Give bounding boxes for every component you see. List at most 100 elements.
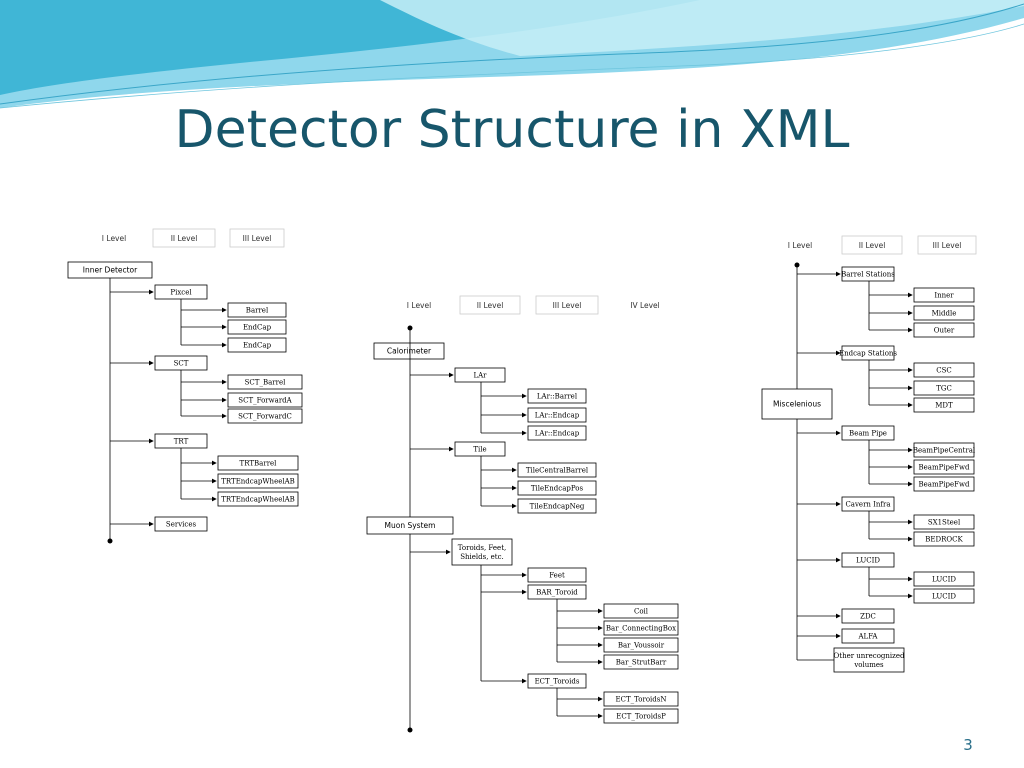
level3-node-box xyxy=(227,392,303,408)
level2-node-box xyxy=(841,628,895,644)
level3-node-label: Inner xyxy=(934,292,954,300)
level3-node-box xyxy=(517,462,597,478)
level3-node-box xyxy=(217,491,299,507)
level3-node-box xyxy=(517,480,597,496)
level4-node-label: ECT_ToroidsN xyxy=(616,696,667,704)
level4-node-label: Coil xyxy=(634,608,649,616)
level3-node-label: BEDROCK xyxy=(925,536,963,544)
level3-node-box xyxy=(527,388,587,404)
miscelenious-label: Miscelenious xyxy=(773,400,821,409)
calorimeter-label: Calorimeter xyxy=(387,347,432,356)
level3-node-box xyxy=(527,567,587,583)
level3-node-label: TileEndcapPos xyxy=(531,485,584,493)
level4-node-label: Bar_Voussoir xyxy=(618,642,665,650)
level2-node-label: SCT xyxy=(174,360,189,368)
level3-node-label: TGC xyxy=(936,385,952,393)
level2-node-box xyxy=(841,496,895,512)
level-header-box xyxy=(459,295,521,315)
level-header: III Level xyxy=(933,241,962,250)
level3-node-label: EndCap xyxy=(243,324,272,332)
level4-node-box xyxy=(603,620,679,636)
level2-node-box xyxy=(454,441,506,457)
level3-node-label: TileEndcapNeg xyxy=(530,503,585,511)
level3-node-box xyxy=(517,498,597,514)
level2-node-box xyxy=(454,367,506,383)
level3-node-label: Outer xyxy=(934,327,955,335)
level3-node-box xyxy=(913,442,975,458)
level3-node-label: EndCap xyxy=(243,342,272,350)
level3-node-box xyxy=(217,473,299,489)
level3-node-label: BeamPipeFwd xyxy=(919,464,971,472)
level3-node-box xyxy=(913,322,975,338)
level3-node-label: CSC xyxy=(936,367,952,375)
tree-node-dot xyxy=(107,538,113,544)
level2-node-label: Pixcel xyxy=(170,289,192,297)
level4-node-label: ECT_ToroidsP xyxy=(616,713,666,721)
level-header-box xyxy=(917,235,977,255)
level2-node-label: Beam Pipe xyxy=(849,430,887,438)
level3-node-box xyxy=(913,476,975,492)
level2-node-label: volumes xyxy=(853,661,884,669)
level2-node-label: ALFA xyxy=(857,633,878,641)
level-header-box xyxy=(535,295,599,315)
inner-detector-label: Inner Detector xyxy=(83,266,138,275)
level3-node-label: Barrel xyxy=(246,307,269,315)
level-header: II Level xyxy=(171,234,198,243)
level4-node-box xyxy=(603,691,679,707)
page-number: 3 xyxy=(963,736,973,754)
level3-node-box xyxy=(913,380,975,396)
level3-node-label: MDT xyxy=(935,402,953,410)
tree-node-dot xyxy=(407,727,413,733)
level-header: I Level xyxy=(102,234,126,243)
level2-node-label: Tile xyxy=(473,446,486,454)
level3-node-label: Feet xyxy=(549,572,565,580)
slide-title: Detector Structure in XML xyxy=(174,100,850,160)
header-wave-decoration xyxy=(0,0,1024,109)
level2-node-box xyxy=(841,266,895,282)
level-header-box xyxy=(152,228,216,248)
level4-node-label: Bar_StrutBarr xyxy=(616,659,667,667)
level3-node-box xyxy=(227,337,287,353)
level4-node-box xyxy=(603,654,679,670)
toroids-node-label: Toroids, Feet, xyxy=(458,544,506,552)
level-header: III Level xyxy=(243,234,272,243)
level3-node-box xyxy=(527,425,587,441)
level2-node-label: Other unrecognized xyxy=(834,652,905,660)
level2-node-box xyxy=(841,608,895,624)
level2-node-box xyxy=(154,516,208,532)
level3-node-box xyxy=(913,397,975,413)
level-header-box xyxy=(841,235,903,255)
level3-node-label: SCT_Barrel xyxy=(245,379,286,387)
level4-node-box xyxy=(603,708,679,724)
level2-node-box xyxy=(841,552,895,568)
level3-node-box xyxy=(913,287,975,303)
level3-node-box xyxy=(227,374,303,390)
level2-node-box xyxy=(841,425,895,441)
level2-node-box xyxy=(841,345,895,361)
level2-node-label: ZDC xyxy=(860,613,876,621)
toroids-node-box xyxy=(451,538,513,566)
level-header: IV Level xyxy=(630,301,660,310)
muon-system-label: Muon System xyxy=(385,521,436,530)
level3-node-box xyxy=(913,588,975,604)
miscelenious-box xyxy=(761,388,833,420)
level-header: II Level xyxy=(859,241,886,250)
level2-node-label: LUCID xyxy=(856,557,880,565)
level3-node-label: ECT_Toroids xyxy=(535,678,580,686)
level2-node-label: TRT xyxy=(174,438,189,446)
level3-node-box xyxy=(227,319,287,335)
toroids-node-label: Shields, etc. xyxy=(460,553,504,561)
level3-node-box xyxy=(913,362,975,378)
level4-node-box xyxy=(603,603,679,619)
level3-node-box xyxy=(913,459,975,475)
level3-node-label: SX1Steel xyxy=(928,519,961,527)
level3-node-label: BeamPipeFwd xyxy=(919,481,971,489)
level3-node-label: BeamPipeCentral xyxy=(913,447,976,455)
level3-node-box xyxy=(217,455,299,471)
level3-node-label: BAR_Toroid xyxy=(536,589,578,597)
level3-node-label: SCT_ForwardA xyxy=(238,397,292,405)
level3-node-label: LAr::Barrel xyxy=(537,393,578,401)
muon-system-box xyxy=(366,516,454,535)
level3-node-label: LAr::Endcap xyxy=(535,412,580,420)
level2-node-label: LAr xyxy=(473,372,487,380)
